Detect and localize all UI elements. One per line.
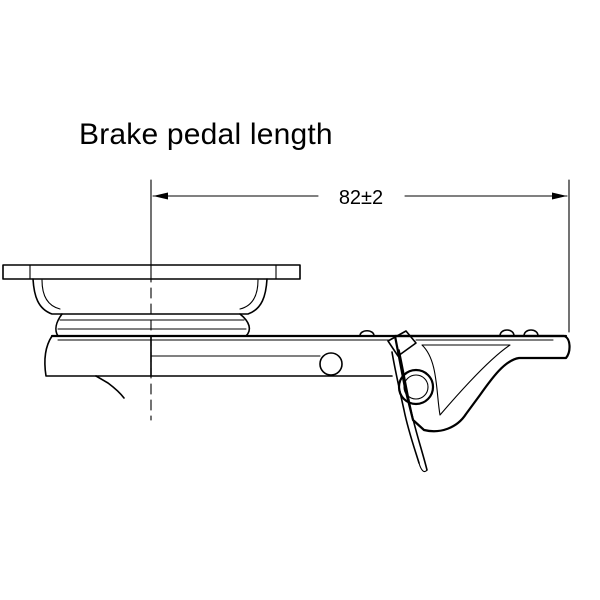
dimension-value: 82±2 bbox=[339, 187, 383, 209]
mounting-plate bbox=[2, 264, 301, 280]
brake-spring bbox=[391, 349, 428, 473]
diagram-title: Brake pedal length bbox=[79, 118, 333, 151]
arrow-left-icon bbox=[153, 192, 168, 200]
brake-pedal bbox=[387, 329, 571, 433]
brake-lever bbox=[150, 329, 375, 376]
arrow-right-icon bbox=[552, 192, 567, 200]
swivel-housing bbox=[32, 278, 268, 337]
lever-pivot bbox=[319, 352, 343, 376]
dimension-line bbox=[152, 192, 568, 200]
